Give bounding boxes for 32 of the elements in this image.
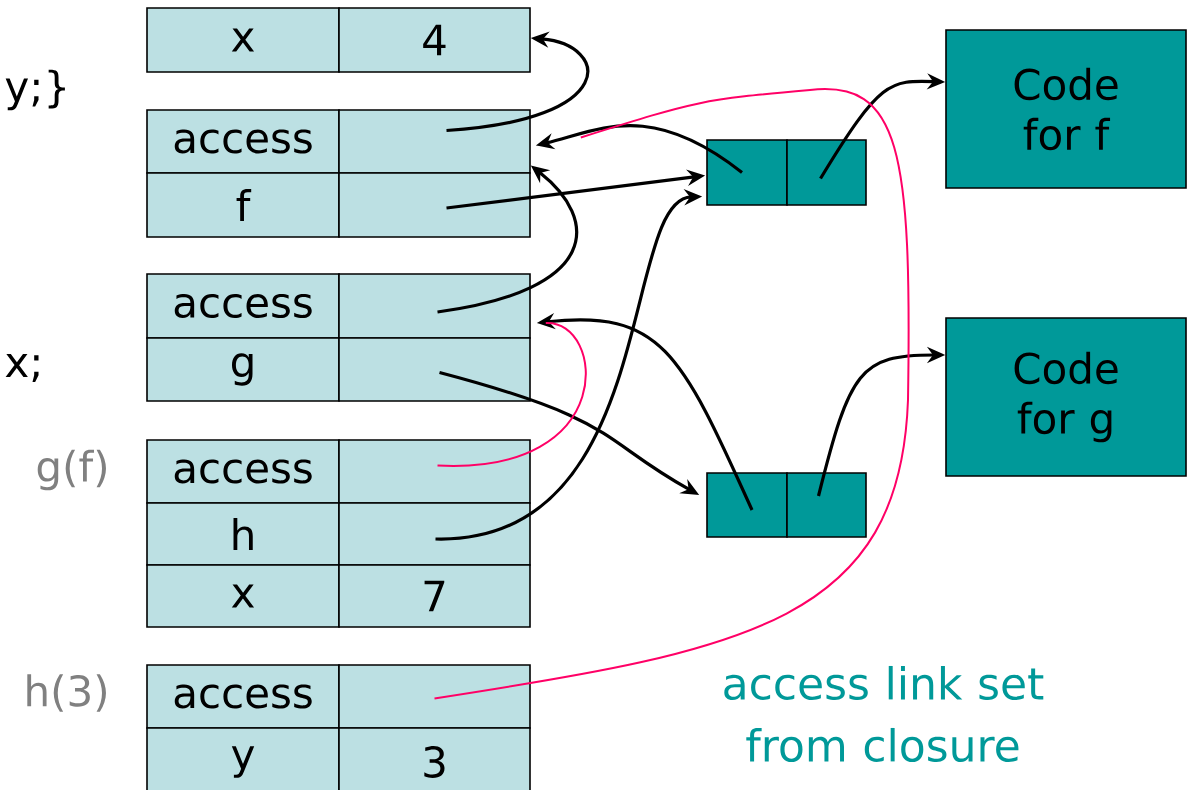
- frame-cell: 4: [338, 7, 531, 73]
- frame-cell: x: [146, 7, 340, 73]
- closure-cell: [786, 472, 867, 538]
- frame-cell: 3: [338, 727, 531, 790]
- note-text: access link set from closure: [724, 665, 1044, 763]
- frame-cell: [338, 109, 531, 174]
- frame-cell: access: [146, 664, 340, 729]
- frame-cell: f: [146, 172, 340, 238]
- frame-cell: access: [146, 273, 340, 339]
- frame-cell: h: [146, 502, 340, 566]
- closure-cell: [786, 139, 867, 206]
- code-box: Code for g: [945, 317, 1187, 477]
- frame-cell: access: [146, 439, 340, 504]
- frame-label: g(f): [37, 449, 106, 491]
- frame-cell: g: [146, 337, 340, 402]
- frame-cell: [338, 172, 531, 238]
- frame-cell: y: [146, 727, 340, 790]
- frame-label: h(3): [27, 674, 106, 712]
- closure-cell: [706, 472, 788, 538]
- frame-cell: [338, 439, 531, 504]
- closure-cell: [706, 139, 788, 206]
- frame-cell: [338, 273, 531, 339]
- frame-cell: 7: [338, 564, 531, 628]
- node-label: y: [231, 746, 255, 778]
- frame-cell: [338, 664, 531, 729]
- frame-cell: access: [146, 109, 340, 174]
- frame-cell: x: [146, 564, 340, 628]
- code-text: y;}: [5, 69, 65, 111]
- code-text: x;: [5, 354, 39, 382]
- frame-cell: [338, 502, 531, 566]
- frame-cell: [338, 337, 531, 402]
- code-box: Code for f: [945, 29, 1187, 189]
